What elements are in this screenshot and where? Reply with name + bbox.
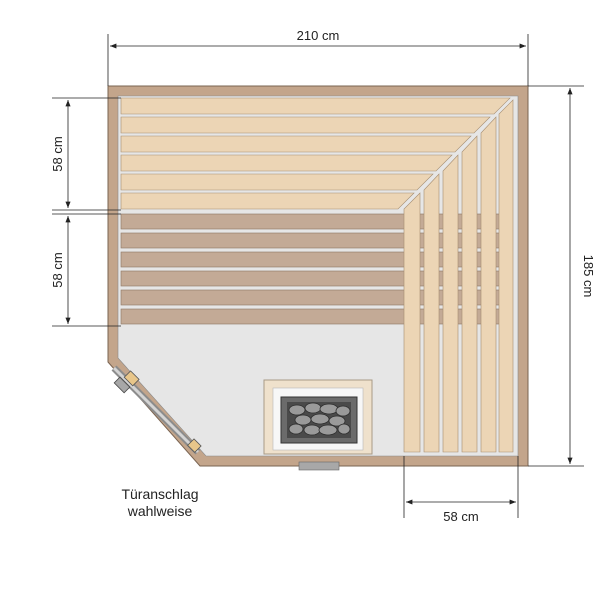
upper-bench <box>120 97 514 453</box>
upper-bench-slat <box>461 135 478 453</box>
dimension-top-width: 210 cm <box>107 28 529 86</box>
upper-bench-slat <box>442 154 459 453</box>
heater-vent <box>298 461 340 471</box>
upper-bench-slat <box>120 173 434 191</box>
door-hinge-note: Türanschlag wahlweise <box>100 486 220 520</box>
upper-bench-slat <box>480 116 497 453</box>
dimension-label-upper-bench: 58 cm <box>50 136 65 171</box>
heater-stones-icon <box>288 402 351 436</box>
dimension-right-height: 185 cm <box>528 85 596 467</box>
door-glass-highlight <box>112 366 200 454</box>
upper-bench-slat <box>120 135 472 153</box>
upper-bench-slat <box>120 192 415 210</box>
dimension-corner-bench: 58 cm <box>403 456 519 524</box>
upper-bench-slat <box>403 192 421 453</box>
door-note-line1: Türanschlag <box>121 486 199 502</box>
sauna-door <box>111 365 202 455</box>
upper-bench-slat <box>120 154 453 172</box>
door-note-line2: wahlweise <box>127 503 193 519</box>
dimension-label-corner-bench: 58 cm <box>443 509 478 524</box>
upper-bench-slat <box>423 173 440 453</box>
door-hinge-icon <box>113 376 131 394</box>
upper-bench-slat <box>120 97 511 115</box>
dimension-label-right-height: 185 cm <box>581 255 596 298</box>
sauna-heater <box>263 379 373 471</box>
upper-bench-slat <box>120 116 491 134</box>
upper-bench-slat <box>498 99 514 453</box>
dimension-label-lower-bench: 58 cm <box>50 252 65 287</box>
dimension-lower-bench: 58 cm <box>50 213 121 327</box>
dimension-upper-bench: 58 cm <box>50 97 121 211</box>
door-stop-icon <box>187 438 202 453</box>
door-handle-icon <box>123 370 140 387</box>
dimension-label-top-width: 210 cm <box>297 28 340 43</box>
